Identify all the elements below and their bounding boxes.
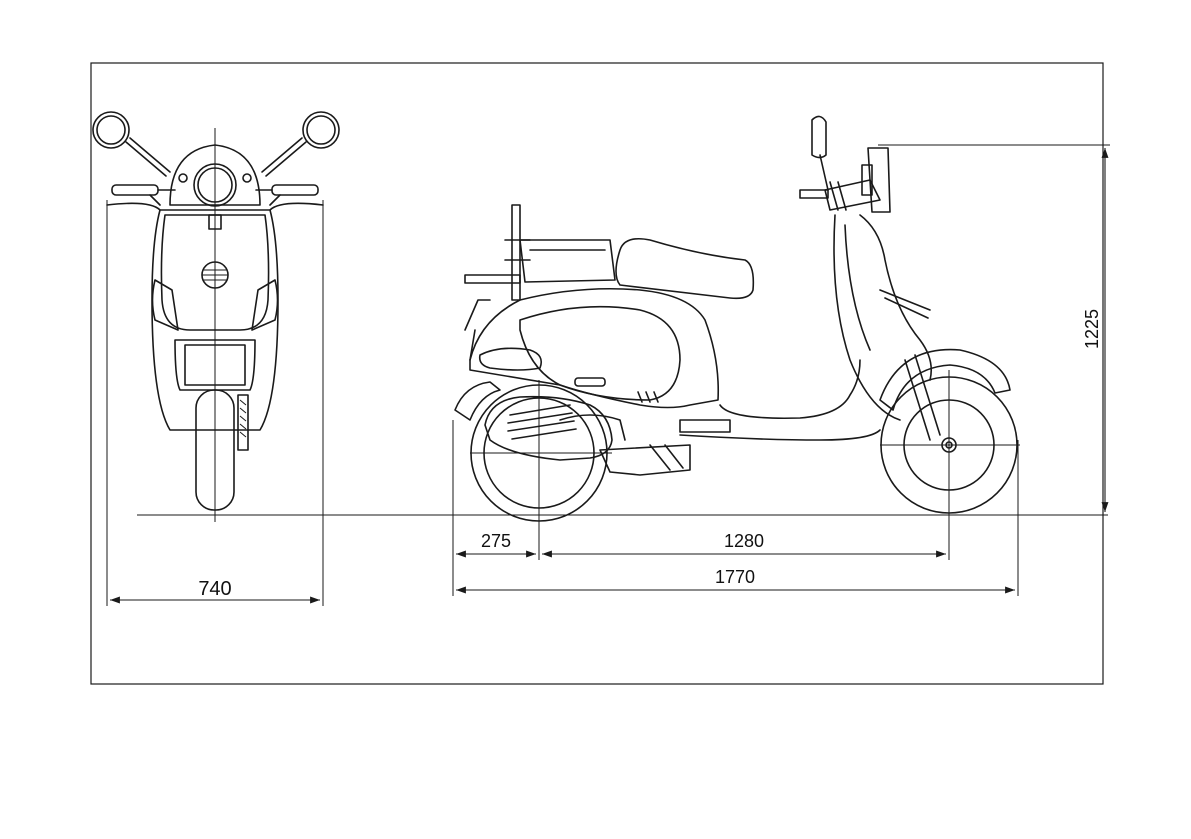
dim-overall-width: 740 [198, 578, 231, 600]
dim-rear-overhang: 275 [481, 531, 511, 551]
dim-overall-length: 1770 [715, 567, 755, 587]
dim-overall-height: 1225 [1082, 309, 1102, 349]
side-dimensions: 275 1280 1770 1225 [453, 145, 1110, 596]
front-view [93, 112, 339, 522]
dim-wheelbase: 1280 [724, 531, 764, 551]
side-view [455, 116, 1020, 560]
